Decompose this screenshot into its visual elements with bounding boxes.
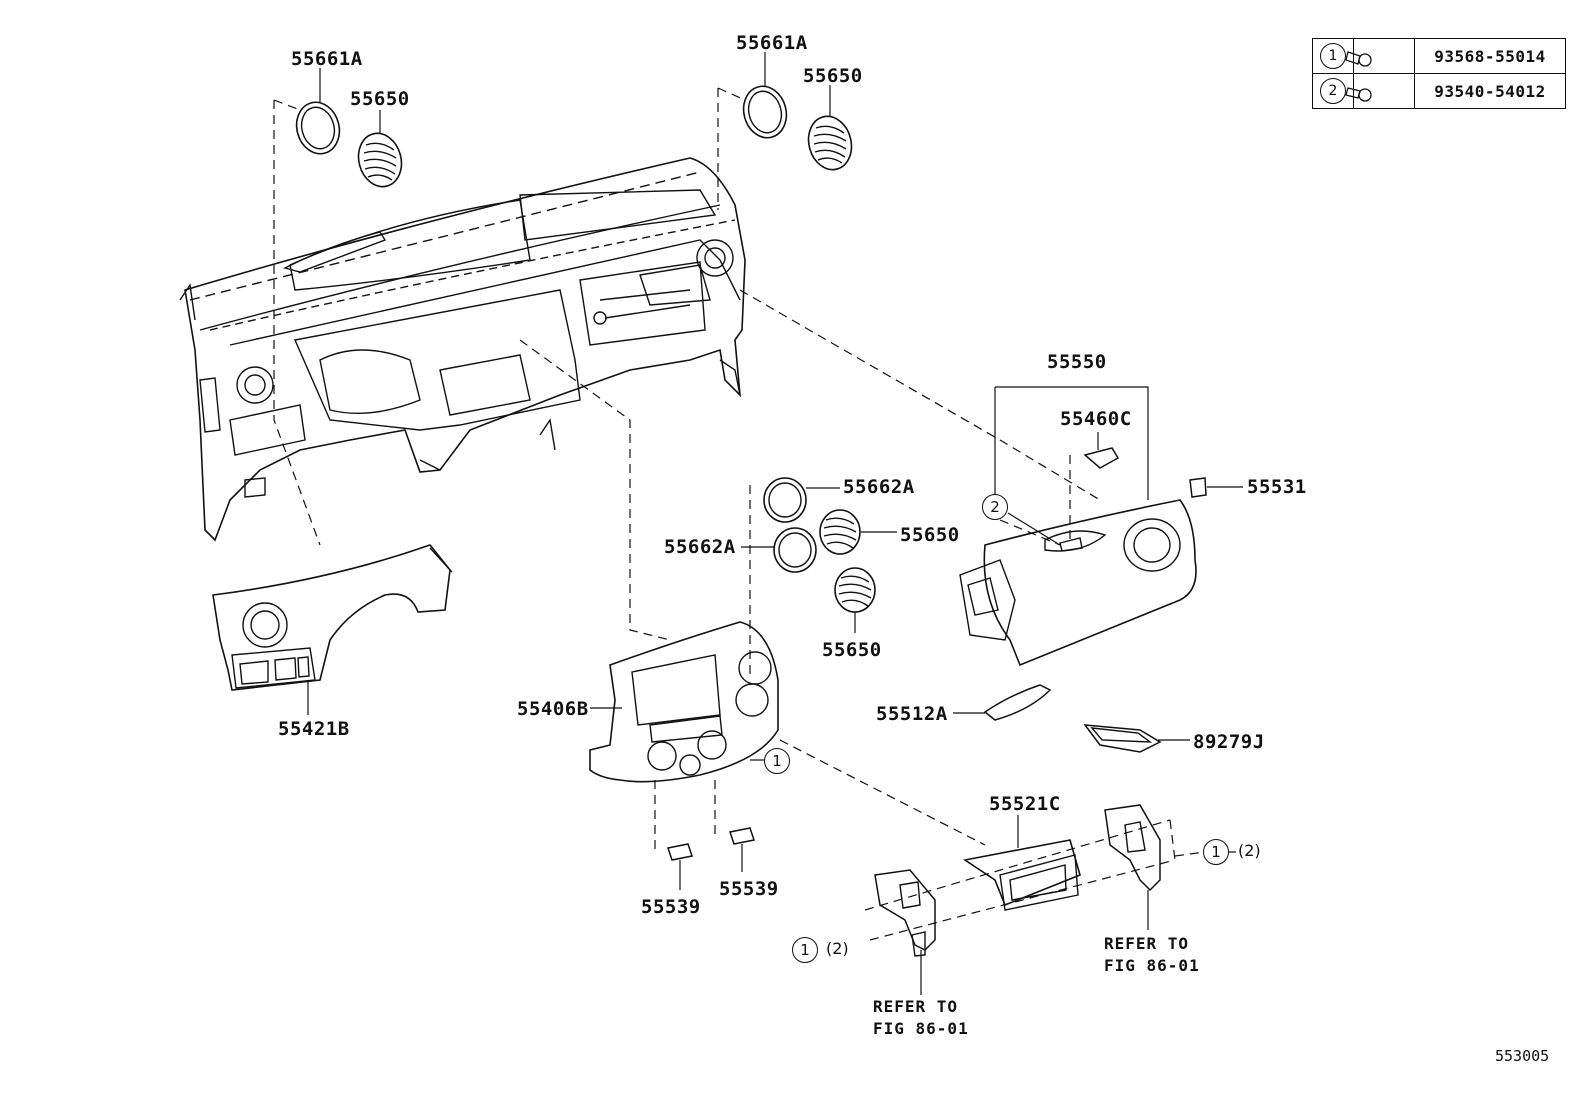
refer-note-left: REFER TO FIG 86-01 [873, 996, 969, 1040]
part-label-55539-b: 55539 [719, 878, 779, 900]
part-label-55661A-left: 55661A [291, 48, 363, 70]
callout-1-left: 1 [792, 937, 818, 963]
part-label-89279J: 89279J [1193, 731, 1265, 753]
part-label-55650-lower: 55650 [822, 639, 882, 661]
part-label-55406B: 55406B [517, 698, 589, 720]
part-label-55650-left: 55650 [350, 88, 410, 110]
legend-row-1-number: 1 [1320, 43, 1346, 69]
leader-lines [307, 52, 1243, 995]
callout-1-right: 1 [1203, 839, 1229, 865]
legend-row-1: 1 93568-55014 [1312, 38, 1566, 74]
vent-ring-center-top [763, 477, 807, 523]
part-label-55650-center: 55650 [900, 524, 960, 546]
figure-reference-number: 553005 [1495, 1047, 1550, 1065]
vent-ring-right-top [742, 85, 788, 139]
part-label-55521C: 55521C [989, 793, 1061, 815]
lower-panel-55550 [959, 499, 1197, 667]
fastener-legend-table: 1 93568-55014 2 93540-54012 [1312, 38, 1566, 109]
legend-row-1-part-number: 93568-55014 [1414, 38, 1566, 74]
center-box-55521C [962, 839, 1081, 911]
callout-paren-2-right: (2) [1238, 841, 1261, 860]
trim-55512A [983, 684, 1052, 721]
legend-row-1-number-cell: 1 [1312, 38, 1354, 74]
legend-row-2-icon-cell [1353, 73, 1415, 109]
callout-2-glovebox: 2 [982, 494, 1008, 520]
callout-1-bezel: 1 [764, 748, 790, 774]
cover-89279J [1083, 724, 1162, 753]
plug-55539-b [729, 827, 755, 845]
bracket-right [1104, 804, 1161, 892]
part-label-55539-a: 55539 [641, 896, 701, 918]
vent-grille-center-lower [834, 567, 876, 613]
center-register-bezel [589, 621, 779, 783]
part-label-55421B: 55421B [278, 718, 350, 740]
part-label-55460C: 55460C [1060, 408, 1132, 430]
legend-row-2-part-number: 93540-54012 [1414, 73, 1566, 109]
refer-note-right: REFER TO FIG 86-01 [1104, 933, 1200, 977]
refer-note-right-line2: FIG 86-01 [1104, 956, 1200, 975]
part-label-55512A: 55512A [876, 703, 948, 725]
vent-grille-left-top [357, 132, 403, 188]
vent-ring-left-top [295, 101, 341, 155]
vent-grille-right-top [807, 115, 853, 171]
alignment-dashed-lines [273, 87, 1206, 941]
legend-row-2-number: 2 [1320, 78, 1346, 104]
vent-grille-center-upper [819, 509, 861, 555]
cluster-finish-panel [212, 544, 453, 691]
part-label-55661A-right: 55661A [736, 32, 808, 54]
callout-paren-2-left: (2) [826, 939, 849, 958]
bracket-left [874, 869, 936, 957]
refer-note-left-line1: REFER TO [873, 997, 959, 1016]
vent-ring-center-mid [773, 527, 817, 573]
part-label-55662A-mid: 55662A [664, 536, 736, 558]
instrument-panel-drawing [179, 157, 746, 542]
part-label-55662A-top: 55662A [843, 476, 915, 498]
plug-55539-a [667, 843, 693, 861]
legend-row-2-number-cell: 2 [1312, 73, 1354, 109]
part-label-55531: 55531 [1247, 476, 1307, 498]
refer-note-right-line1: REFER TO [1104, 934, 1190, 953]
legend-row-1-icon-cell [1353, 38, 1415, 74]
cap-55531 [1189, 477, 1207, 498]
part-label-55550: 55550 [1047, 351, 1107, 373]
part-label-55650-right: 55650 [803, 65, 863, 87]
legend-row-2: 2 93540-54012 [1312, 73, 1566, 109]
clip-55460C [1083, 447, 1120, 469]
refer-note-left-line2: FIG 86-01 [873, 1019, 969, 1038]
